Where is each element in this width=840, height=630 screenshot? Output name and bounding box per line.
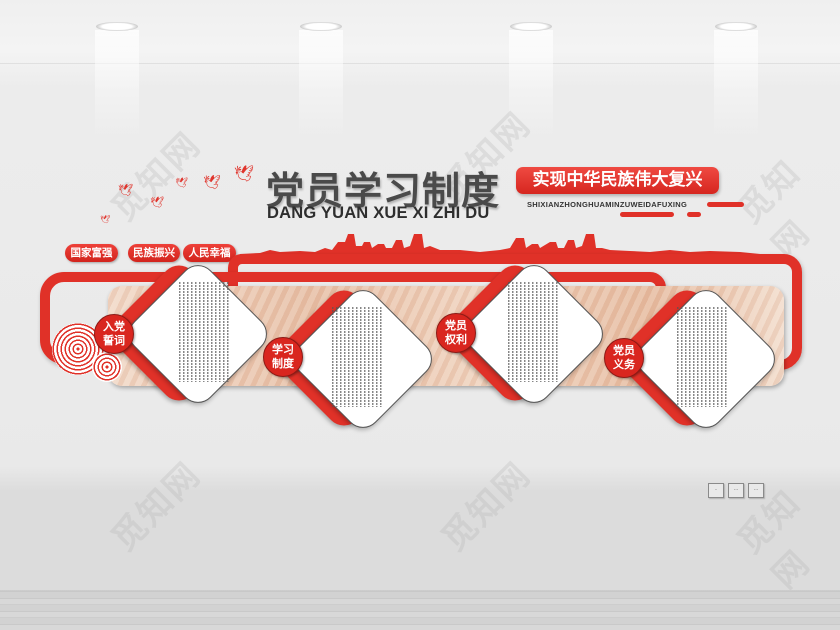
power-outlet-icon: ·· <box>728 483 744 498</box>
decorative-line <box>707 202 744 207</box>
ceiling-spotlight-icon <box>300 22 342 31</box>
slogan-pinyin: SHIXIANZHONGHUAMINZUWEIDAFUXING <box>527 200 688 209</box>
ceiling-spotlight-icon <box>510 22 552 31</box>
card-body-text <box>508 282 558 382</box>
section-badge: 学习制度 <box>263 337 303 377</box>
tag-pill: 民族振兴 <box>128 244 180 262</box>
ceiling-spotlight-icon <box>715 22 757 31</box>
city-skyline <box>240 234 760 260</box>
badge-line1: 党员 <box>445 319 467 332</box>
watermark: 觅知网 <box>729 482 819 597</box>
watermark: 觅知网 <box>434 454 539 560</box>
light-beam <box>299 30 343 140</box>
decorative-line <box>687 212 701 217</box>
badge-line2: 义务 <box>613 358 635 371</box>
dove-icon: 🕊 <box>234 164 255 183</box>
section-badge: 党员义务 <box>604 338 644 378</box>
dove-icon: 🕊 <box>100 215 111 224</box>
dove-icon: 🕊 <box>118 183 134 197</box>
badge-line1: 学习 <box>272 343 294 356</box>
ceiling-spotlight-icon <box>96 22 138 31</box>
card-body-text <box>179 282 229 382</box>
concentric-rings-decoration <box>92 352 122 382</box>
wood-floor <box>0 592 840 630</box>
wall-outlets: · ·· ·· <box>708 483 764 498</box>
badge-line2: 制度 <box>272 357 294 370</box>
main-title: 党员学习制度 <box>266 169 501 213</box>
light-beam <box>714 30 758 140</box>
decorative-line <box>620 212 674 217</box>
card-body-text <box>332 307 382 407</box>
dove-icon: 🕊 <box>175 178 188 189</box>
power-outlet-icon: · <box>708 483 724 498</box>
watermark: 觅知网 <box>104 454 209 560</box>
badge-line2: 誓词 <box>103 334 125 347</box>
section-card-member-duties: 党员义务 <box>604 282 783 436</box>
light-beam <box>95 30 139 140</box>
dove-icon: 🕊 <box>150 196 164 209</box>
slogan-banner: 实现中华民族伟大复兴 <box>516 167 719 194</box>
badge-line1: 党员 <box>613 344 635 357</box>
tag-pill: 国家富强 <box>65 244 118 262</box>
section-card-oath: 入党誓词 <box>94 257 275 411</box>
tag-pill: 人民幸福 <box>183 244 236 262</box>
main-title-pinyin: DANG YUAN XUE XI ZHI DU <box>267 204 490 222</box>
ceiling-edge <box>0 63 840 64</box>
light-beam <box>509 30 553 140</box>
power-outlet-icon: ·· <box>748 483 764 498</box>
badge-line2: 权利 <box>445 333 467 346</box>
dove-icon: 🕊 <box>203 175 221 191</box>
section-badge: 党员权利 <box>436 313 476 353</box>
section-badge: 入党誓词 <box>94 314 134 354</box>
section-card-member-rights: 党员权利 <box>436 257 611 411</box>
card-body-text <box>677 307 727 407</box>
section-card-study-system: 学习制度 <box>263 282 440 436</box>
badge-line1: 入党 <box>103 320 125 333</box>
